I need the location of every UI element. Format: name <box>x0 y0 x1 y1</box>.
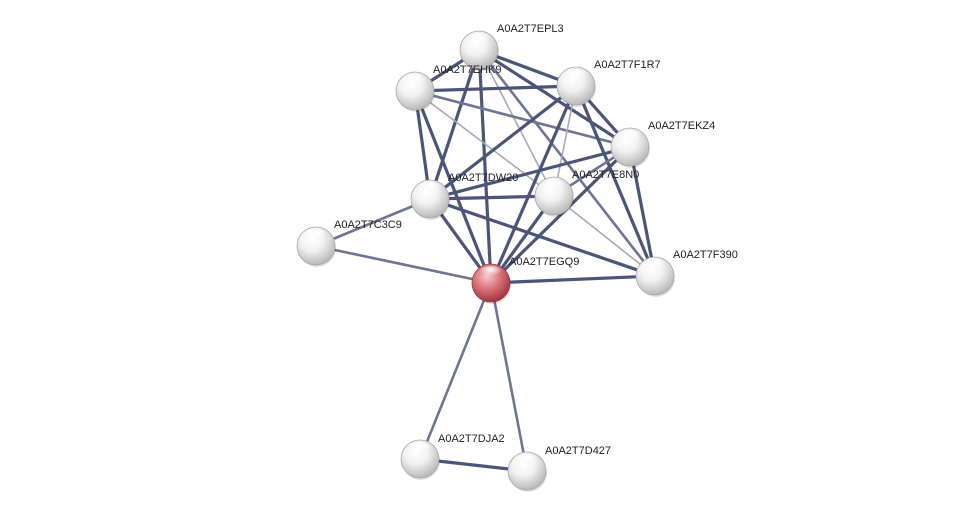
node-highlight <box>542 179 566 193</box>
node-label: A0A2T7EGQ9 <box>509 256 579 268</box>
node-label: A0A2T7EPL3 <box>497 23 564 35</box>
edge-a0a2t7ehk9-a0a2t7e8n0[interactable] <box>414 90 555 197</box>
edge-a0a2t7egq9-a0a2t7d427[interactable] <box>489 281 529 473</box>
node-a0a2t7d427[interactable]: A0A2T7D427 <box>507 445 611 492</box>
edge-a0a2t7f1r7-a0a2t7dw20[interactable] <box>428 84 578 201</box>
node-highlight <box>304 229 328 243</box>
node-highlight <box>467 33 491 47</box>
node-label: A0A2T7DW20 <box>448 172 518 184</box>
node-highlight <box>643 259 667 273</box>
node-label: A0A2T7DJA2 <box>438 433 505 445</box>
node-a0a2t7f1r7[interactable]: A0A2T7F1R7 <box>556 59 661 107</box>
edge-a0a2t7f1r7-a0a2t7f390[interactable] <box>574 84 657 278</box>
edge-a0a2t7ekz4-a0a2t7dw20[interactable] <box>428 145 632 201</box>
node-highlight <box>408 442 432 456</box>
edge-a0a2t7dw20-a0a2t7c3c9[interactable] <box>314 197 432 248</box>
edge-a0a2t7f1r7-a0a2t7egq9[interactable] <box>489 84 578 285</box>
node-a0a2t7dja2[interactable]: A0A2T7DJA2 <box>400 433 505 480</box>
edge-a0a2t7epl3-a0a2t7egq9[interactable] <box>477 48 493 285</box>
node-a0a2t7egq9[interactable]: A0A2T7EGQ9 <box>471 256 579 304</box>
node-a0a2t7e8n0[interactable]: A0A2T7E8N0 <box>534 169 639 217</box>
node-a0a2t7ehk9[interactable]: A0A2T7EHK9 <box>395 64 501 112</box>
edge-a0a2t7e8n0-a0a2t7f390[interactable] <box>553 195 656 277</box>
node-highlight <box>618 130 642 144</box>
edge-a0a2t7c3c9-a0a2t7egq9[interactable] <box>314 244 493 285</box>
node-highlight <box>418 182 442 196</box>
edge-a0a2t7dw20-a0a2t7e8n0[interactable] <box>428 194 556 201</box>
edge-a0a2t7ehk9-a0a2t7ekz4[interactable] <box>413 89 632 149</box>
edge-a0a2t7ekz4-a0a2t7f390[interactable] <box>628 145 657 278</box>
node-highlight <box>515 454 539 468</box>
node-label: A0A2T7E8N0 <box>572 169 639 181</box>
edge-a0a2t7egq9-a0a2t7dja2[interactable] <box>418 281 493 461</box>
edge-a0a2t7ekz4-a0a2t7egq9[interactable] <box>489 145 632 285</box>
edge-a0a2t7epl3-a0a2t7ekz4[interactable] <box>477 48 632 149</box>
node-label: A0A2T7F390 <box>673 249 738 261</box>
edge-a0a2t7dw20-a0a2t7f390[interactable] <box>428 197 657 278</box>
edge-a0a2t7epl3-a0a2t7e8n0[interactable] <box>478 49 555 197</box>
node-a0a2t7ekz4[interactable]: A0A2T7EKZ4 <box>610 120 715 168</box>
edge-a0a2t7ehk9-a0a2t7egq9[interactable] <box>413 89 493 285</box>
node-label: A0A2T7EHK9 <box>433 64 501 76</box>
node-a0a2t7dw20[interactable]: A0A2T7DW20 <box>410 172 518 220</box>
node-a0a2t7epl3[interactable]: A0A2T7EPL3 <box>459 23 564 71</box>
node-label: A0A2T7C3C9 <box>334 219 402 231</box>
node-highlight <box>403 74 427 88</box>
node-label: A0A2T7D427 <box>545 445 611 457</box>
node-highlight <box>479 266 503 280</box>
node-label: A0A2T7F1R7 <box>594 59 661 71</box>
edge-a0a2t7ehk9-a0a2t7f1r7[interactable] <box>413 84 578 93</box>
node-a0a2t7c3c9[interactable]: A0A2T7C3C9 <box>296 219 402 267</box>
node-label: A0A2T7EKZ4 <box>648 120 715 132</box>
edge-a0a2t7egq9-a0a2t7f390[interactable] <box>489 274 657 285</box>
node-highlight <box>564 69 588 83</box>
edges-layer <box>314 48 657 473</box>
edge-a0a2t7epl3-a0a2t7dw20[interactable] <box>428 48 481 201</box>
node-a0a2t7f390[interactable]: A0A2T7F390 <box>635 249 738 297</box>
